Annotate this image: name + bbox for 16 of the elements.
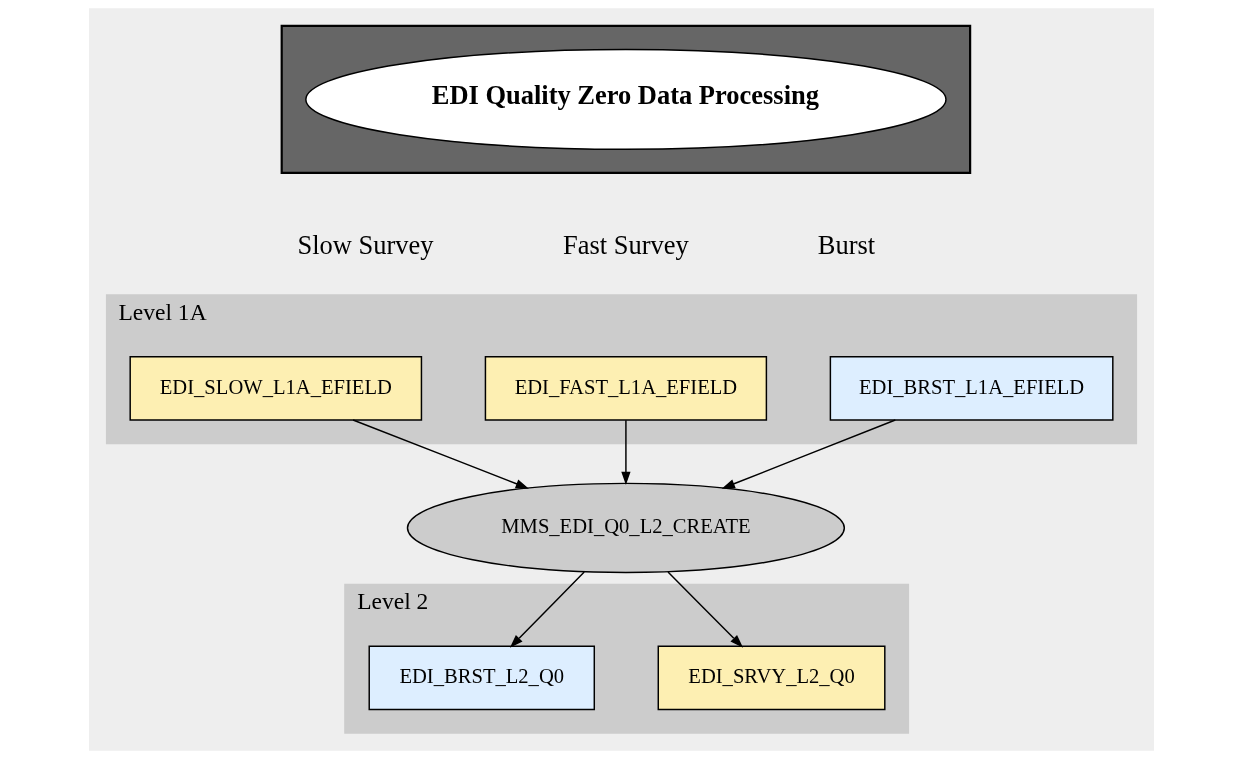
node-box: EDI_BRST_L1A_EFIELD: [829, 356, 1114, 421]
label: Burst: [817, 230, 876, 261]
arrow: [621, 419, 631, 485]
arrow: [667, 571, 744, 648]
node-ellipse: EDI Quality Zero Data Processing: [305, 48, 947, 150]
arrow: [721, 419, 897, 489]
node-box: EDI_SRVY_L2_Q0: [657, 645, 886, 711]
label: Slow Survey: [297, 230, 434, 261]
arrow: [352, 419, 529, 489]
node-box: EDI_FAST_L1A_EFIELD: [484, 356, 768, 421]
node-box: EDI_SLOW_L1A_EFIELD: [129, 356, 423, 421]
label: Fast Survey: [563, 230, 689, 261]
cluster: [280, 24, 972, 174]
arrow: [509, 571, 585, 648]
node-box: EDI_BRST_L2_Q0: [368, 645, 596, 711]
node-ellipse: MMS_EDI_Q0_L2_CREATE: [406, 482, 846, 574]
